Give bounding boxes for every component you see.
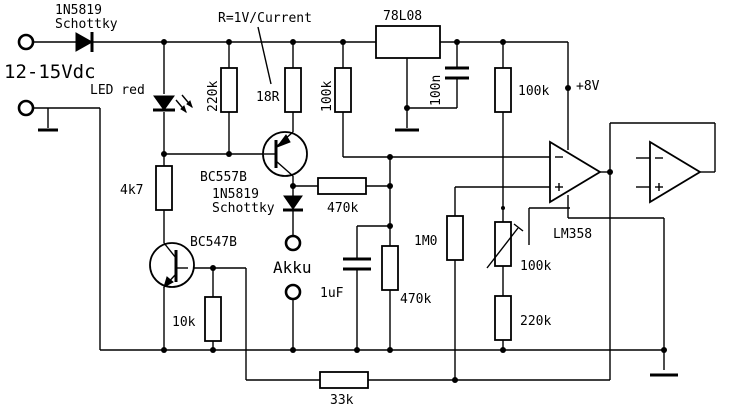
resistor-4k7 (155, 165, 173, 211)
capacitor-100n (445, 66, 469, 80)
diode-schottky-output (283, 195, 303, 212)
regulator-78l08 (375, 25, 441, 59)
label-res-470k-h: 470k (327, 201, 358, 216)
label-res-10k: 10k (172, 315, 196, 330)
label-diode-in-type: 1N5819 (55, 3, 102, 18)
label-cap-100n: 100n (429, 75, 444, 106)
akku-plus-terminal (284, 234, 302, 252)
transistor-pnp-bc557b (262, 131, 308, 177)
label-diode-out-type: 1N5819 (212, 187, 259, 202)
resistor-100k-b (494, 67, 512, 113)
label-res-33k: 33k (330, 393, 354, 408)
label-res-100k-a: 100k (320, 81, 335, 112)
label-supply-voltage: 12-15Vdc (4, 61, 96, 83)
resistor-470k-horizontal (317, 177, 367, 195)
label-res-18r: 18R (256, 90, 280, 105)
label-led: LED red (90, 83, 145, 98)
label-diode-in-sub: Schottky (55, 17, 118, 32)
label-res-1m0: 1M0 (414, 234, 437, 249)
resistor-10k (204, 296, 222, 342)
transistor-npn-bc547b (149, 242, 195, 289)
label-pot-100k: 100k (520, 259, 551, 274)
label-npn: BC547B (190, 235, 237, 250)
supply-terminal (17, 33, 35, 51)
resistor-470k-vertical (381, 245, 399, 291)
label-res-220k-top: 220k (206, 81, 221, 112)
resistor-220k-bottom (494, 295, 512, 341)
label-akku: Akku (273, 258, 312, 277)
resistor-33k (319, 371, 369, 389)
label-res-220k-bottom: 220k (520, 314, 551, 329)
wires (34, 41, 716, 381)
label-res-4k7: 4k7 (120, 183, 143, 198)
formula-pointer-line (257, 26, 272, 85)
led-red (153, 94, 193, 114)
label-opamp: LM358 (553, 227, 592, 242)
ground-terminal (17, 99, 35, 117)
junction-dots (161, 39, 667, 383)
resistor-100k-a (334, 67, 352, 113)
label-res-100k-b: 100k (518, 84, 549, 99)
resistor-1m0 (446, 215, 464, 261)
label-cap-1uf: 1uF (320, 286, 344, 301)
label-formula: R=1V/Current (218, 11, 312, 26)
label-diode-out-sub: Schottky (212, 201, 275, 216)
label-pnp: BC557B (200, 170, 247, 185)
label-rail-8v: +8V (576, 79, 600, 94)
opamp-lm358-a (549, 140, 602, 204)
opamp-lm358-b (649, 140, 702, 204)
potentiometer-100k (486, 221, 524, 269)
resistor-18r (284, 67, 302, 113)
resistor-220k-top (220, 67, 238, 113)
labels: 1N5819 Schottky 12-15Vdc R=1V/Current 78… (4, 3, 600, 408)
capacitor-1uf (343, 257, 371, 271)
label-res-470k-v: 470k (400, 292, 431, 307)
label-regulator: 78L08 (383, 9, 422, 24)
ground-symbol-left (38, 108, 58, 132)
input-diode (75, 32, 94, 52)
akku-minus-terminal (284, 283, 302, 301)
